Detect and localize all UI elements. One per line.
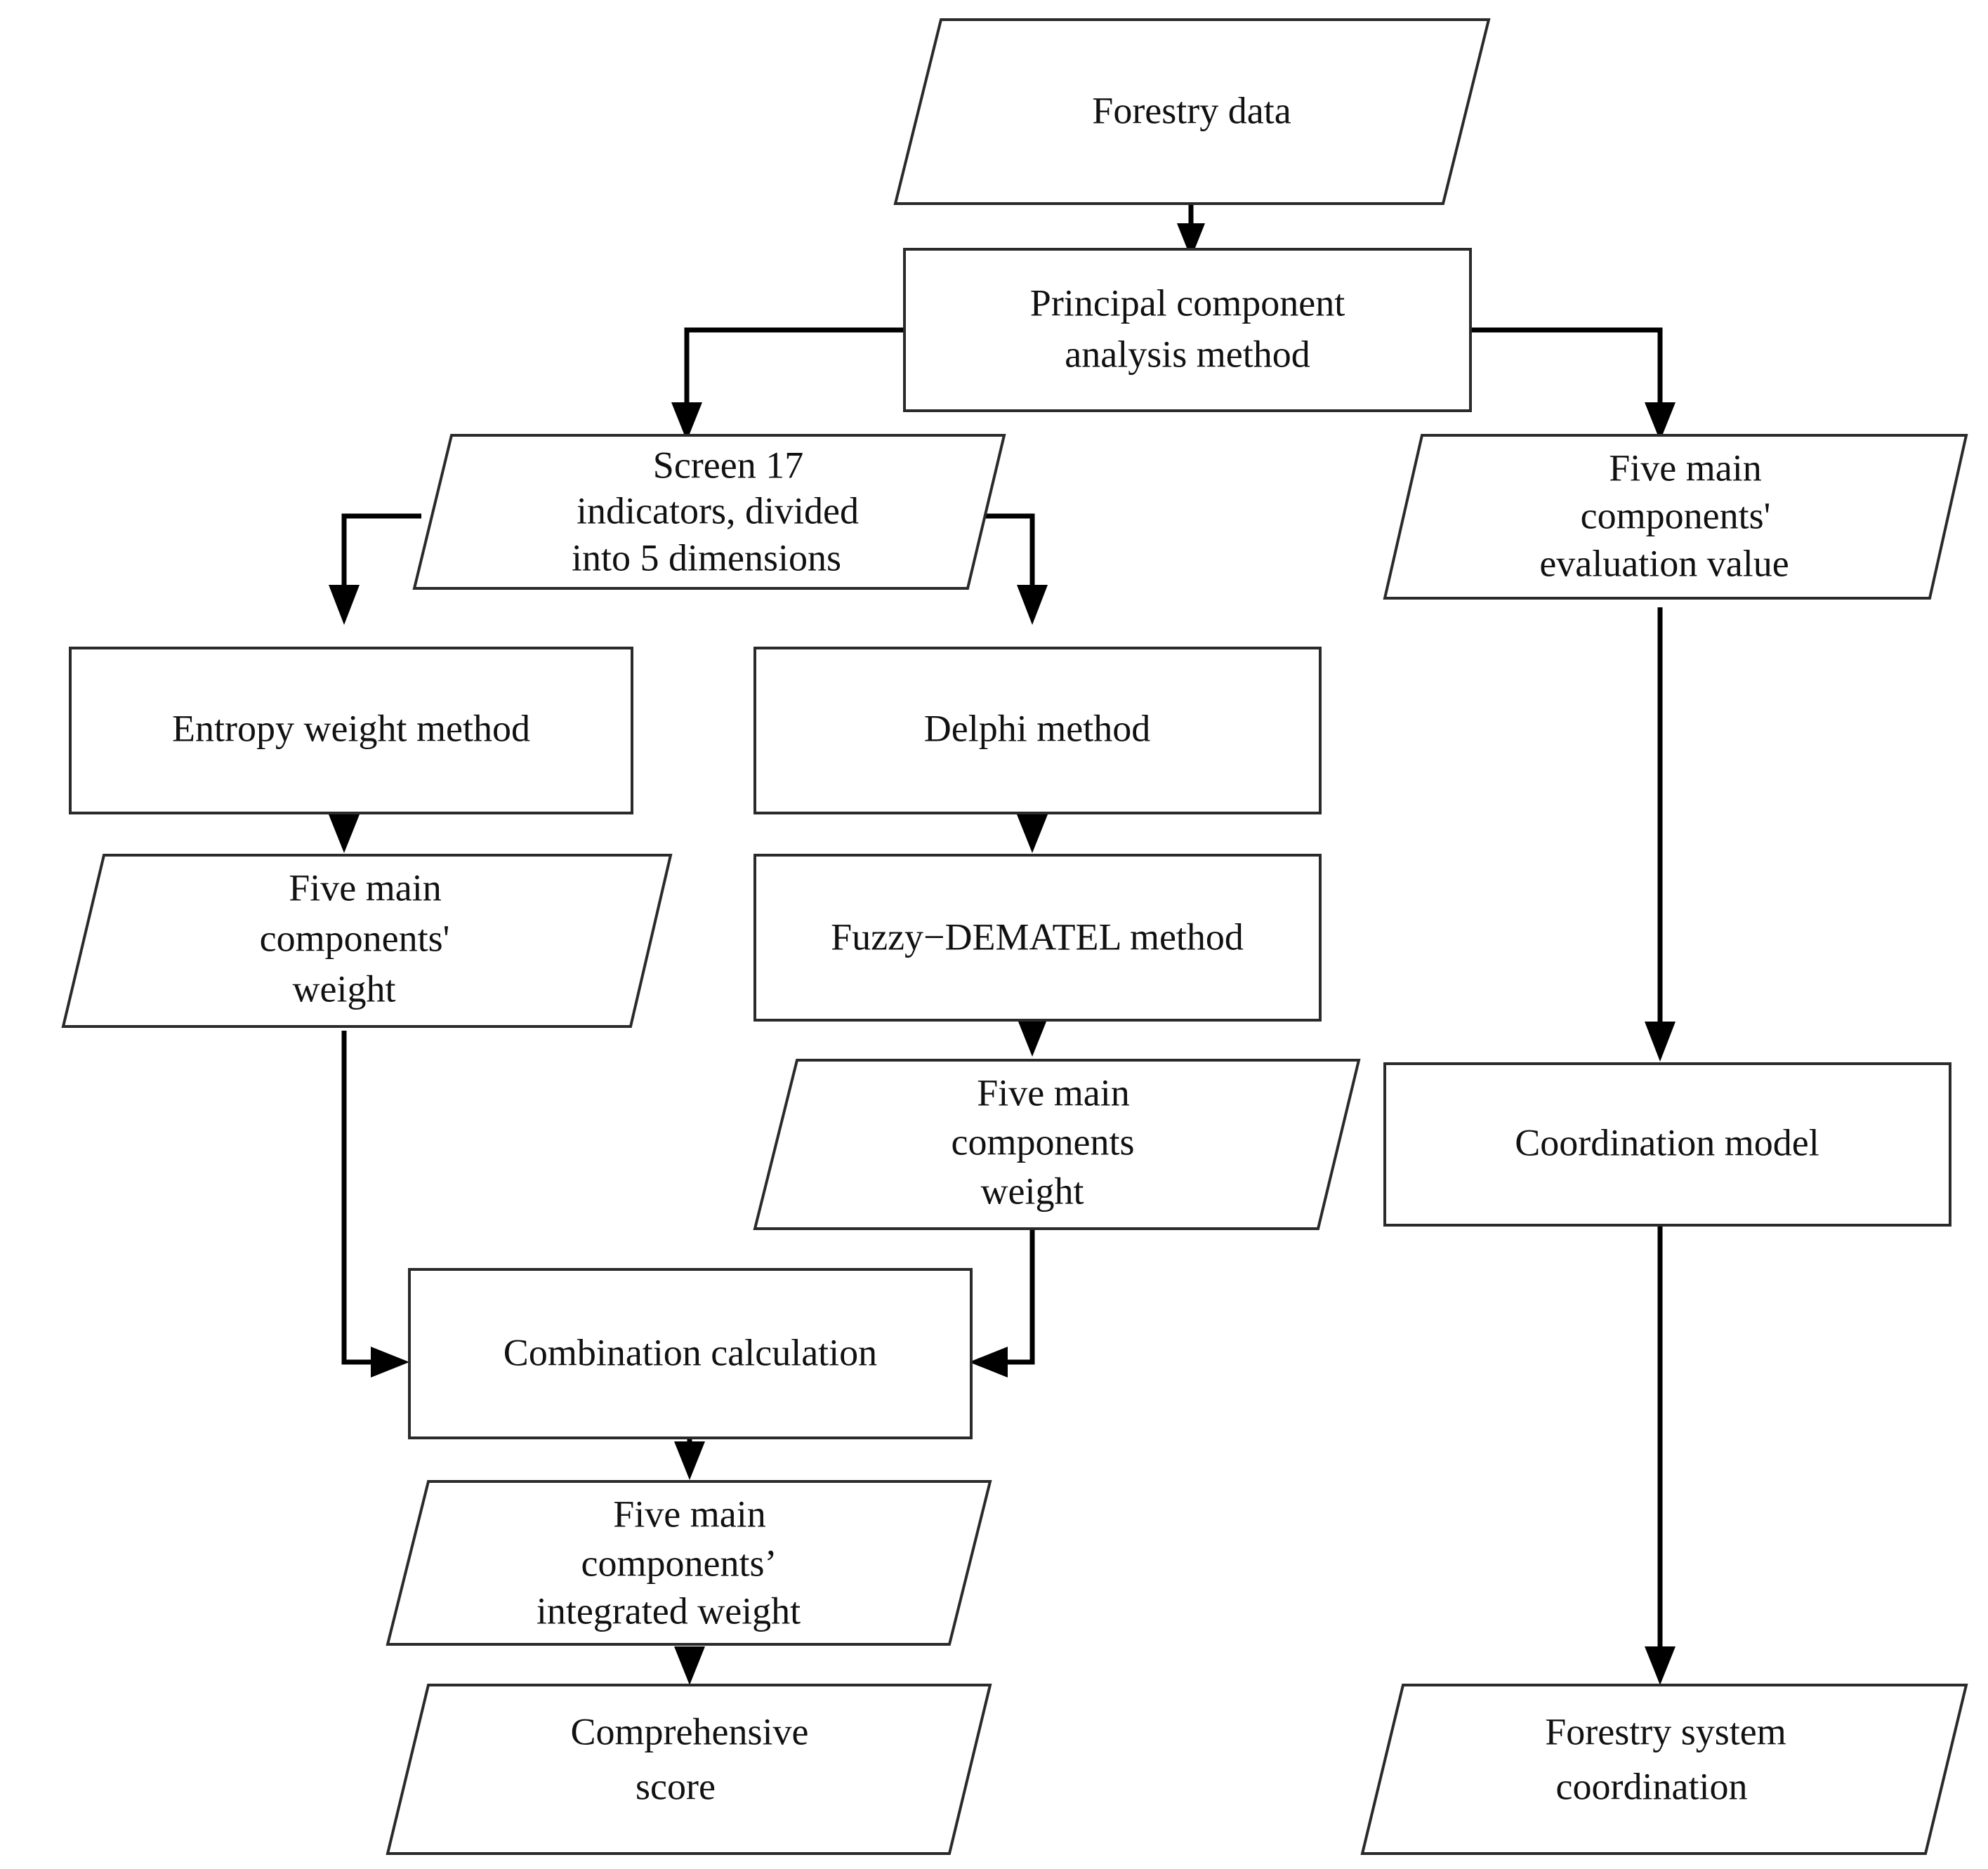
edge-dematel-to-weight-output	[1017, 1018, 1048, 1057]
pca-method-shape	[903, 248, 1472, 412]
edge-screen-to-delphi	[968, 513, 1048, 625]
node-pca-method[interactable]: Principal component analysis method	[903, 248, 1472, 412]
dematel-weight-output-label-line1: Five main	[977, 1071, 1129, 1114]
edge-screen-to-entropy	[329, 513, 421, 625]
node-evaluation-value[interactable]: Five main components' evaluation value	[1383, 434, 1968, 600]
dematel-weight-output-shape	[753, 1059, 1361, 1230]
node-integrated-weight[interactable]: Five main components’ integrated weight	[386, 1480, 992, 1646]
forestry-system-coordination-shape	[1360, 1684, 1968, 1855]
node-fuzzy-dematel-method[interactable]: Fuzzy−DEMATEL method	[753, 854, 1322, 1022]
screen-indicators-shape	[412, 434, 1006, 590]
evaluation-value-label-line3: evaluation value	[1539, 542, 1789, 584]
combination-calculation-shape	[408, 1268, 973, 1439]
edge-delphi-to-dematel	[1017, 814, 1048, 853]
edge-integrated-weight-to-score	[674, 1646, 705, 1685]
node-delphi-method[interactable]: Delphi method	[753, 647, 1322, 814]
coordination-model-shape	[1383, 1062, 1951, 1227]
comprehensive-score-label-line2: score	[636, 1765, 716, 1807]
edge-coordination-to-forestry-system	[1645, 1225, 1676, 1685]
node-combination-calculation[interactable]: Combination calculation	[408, 1268, 973, 1439]
delphi-method-label: Delphi method	[924, 707, 1150, 749]
evaluation-value-shape	[1383, 434, 1968, 600]
edge-pca-to-evaluation-value	[1470, 327, 1676, 441]
screen-indicators-label-line3: into 5 dimensions	[572, 536, 841, 579]
integrated-weight-shape	[386, 1480, 992, 1646]
combination-calculation-label: Combination calculation	[503, 1331, 877, 1373]
comprehensive-score-label-line1: Comprehensive	[571, 1710, 809, 1752]
node-entropy-weight-method[interactable]: Entropy weight method	[69, 647, 633, 814]
entropy-weight-method-shape	[69, 647, 633, 814]
dematel-weight-output-label-line3: weight	[981, 1170, 1084, 1212]
node-comprehensive-score[interactable]: Comprehensive score	[386, 1684, 992, 1855]
edge-forestry-data-to-pca	[1177, 204, 1205, 258]
entropy-weight-output-label-line3: weight	[293, 967, 396, 1010]
fuzzy-dematel-method-label: Fuzzy−DEMATEL method	[831, 916, 1244, 958]
forestry-data-label: Forestry data	[1092, 89, 1291, 131]
pca-method-label-line1: Principal component	[1030, 282, 1345, 324]
pca-method-label-line2: analysis method	[1065, 333, 1310, 375]
edge-dematel-output-to-combination	[969, 1230, 1035, 1378]
edge-pca-to-screen-indicators	[671, 327, 904, 441]
forestry-system-coordination-label-line2: coordination	[1556, 1765, 1748, 1807]
edge-entropy-to-weight-output	[329, 814, 360, 853]
node-forestry-system-coordination[interactable]: Forestry system coordination	[1360, 1684, 1968, 1855]
node-screen-indicators[interactable]: Screen 17 indicators, divided into 5 dim…	[412, 434, 1006, 590]
fuzzy-dematel-method-shape	[753, 854, 1322, 1022]
forestry-data-shape	[893, 18, 1491, 205]
entropy-weight-output-label-line2: components'	[260, 917, 450, 959]
edge-evaluation-value-to-coordination	[1645, 607, 1676, 1062]
coordination-model-label: Coordination model	[1515, 1121, 1819, 1163]
screen-indicators-label-line1: Screen 17	[653, 444, 803, 486]
entropy-weight-output-shape	[61, 854, 673, 1028]
node-coordination-model[interactable]: Coordination model	[1383, 1062, 1951, 1227]
integrated-weight-label-line1: Five main	[613, 1493, 765, 1535]
edge-weight-output-to-combination	[341, 1031, 409, 1378]
node-forestry-data[interactable]: Forestry data	[893, 18, 1491, 205]
entropy-weight-output-label-line1: Five main	[289, 866, 441, 909]
integrated-weight-label-line2: components’	[581, 1542, 777, 1584]
dematel-weight-output-label-line2: components	[952, 1121, 1135, 1163]
evaluation-value-label-line1: Five main	[1609, 447, 1761, 489]
evaluation-value-label-line2: components'	[1581, 494, 1771, 536]
screen-indicators-label-line2: indicators, divided	[577, 489, 859, 531]
forestry-system-coordination-label-line1: Forestry system	[1545, 1710, 1786, 1752]
node-dematel-weight-output[interactable]: Five main components weight	[753, 1059, 1361, 1230]
entropy-weight-method-label: Entropy weight method	[172, 707, 530, 749]
integrated-weight-label-line3: integrated weight	[537, 1590, 801, 1632]
connector-layer	[329, 204, 1676, 1685]
delphi-method-shape	[753, 647, 1322, 814]
node-entropy-weight-output[interactable]: Five main components' weight	[61, 854, 673, 1028]
comprehensive-score-shape	[386, 1684, 992, 1855]
edge-combination-to-integrated-weight	[674, 1439, 705, 1480]
